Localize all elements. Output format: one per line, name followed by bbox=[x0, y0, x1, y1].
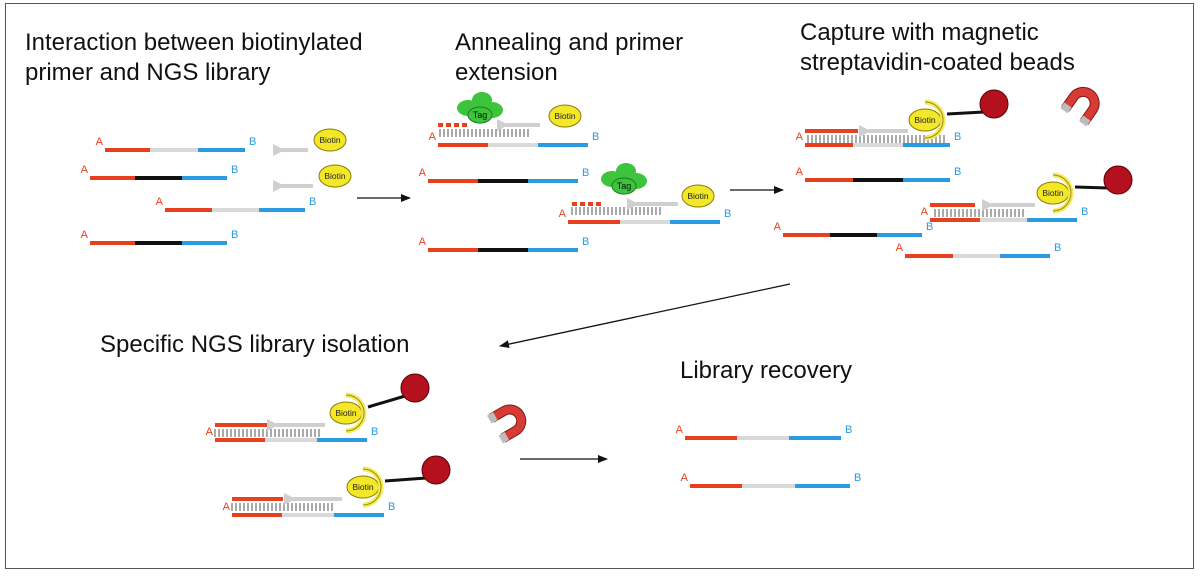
biotin-text: Biotin bbox=[324, 171, 346, 181]
magnet-body bbox=[1061, 86, 1100, 125]
bead-linker bbox=[1074, 185, 1109, 190]
tag-text: Tag bbox=[617, 181, 632, 191]
magnetic-bead-icon bbox=[421, 455, 451, 485]
streptavidin-outline bbox=[345, 394, 365, 432]
step3-title: Capture with magnetic streptavidin-coate… bbox=[800, 18, 1075, 78]
end-a-label: A bbox=[429, 131, 437, 143]
magnet-pole bbox=[487, 412, 498, 424]
magnet-pole bbox=[498, 432, 510, 444]
end-a-label: A bbox=[559, 208, 567, 220]
biotin-text: Biotin bbox=[914, 115, 936, 125]
biotin-label bbox=[548, 104, 582, 128]
flow-arrow bbox=[499, 283, 791, 349]
step2-title: Annealing and primer extension bbox=[455, 28, 683, 88]
biotin-label bbox=[681, 184, 715, 208]
end-b-label: B bbox=[1081, 206, 1088, 218]
step5-title: Library recovery bbox=[680, 357, 853, 384]
streptavidin-outline bbox=[1052, 174, 1072, 212]
end-b-label: B bbox=[371, 426, 378, 438]
end-a-label: A bbox=[681, 472, 689, 484]
end-b-label: B bbox=[231, 164, 238, 176]
tag-enzyme-icon bbox=[611, 177, 637, 195]
end-a-label: A bbox=[206, 426, 214, 438]
end-a-label: A bbox=[676, 424, 684, 436]
magnet-pole bbox=[1060, 102, 1072, 114]
magnetic-bead-icon bbox=[1103, 165, 1133, 195]
magnet-body bbox=[488, 404, 527, 443]
end-b-label: B bbox=[582, 236, 589, 248]
step1-title-line1: Interaction between biotinylated bbox=[25, 29, 363, 56]
biotin-text: Biotin bbox=[352, 482, 374, 492]
streptavidin-outline bbox=[362, 468, 382, 506]
magnet-icon bbox=[487, 404, 527, 444]
biotin-text: Biotin bbox=[554, 111, 576, 121]
biotin-text: Biotin bbox=[1042, 188, 1064, 198]
biotin-text: Biotin bbox=[319, 135, 341, 145]
biotin-text: Biotin bbox=[335, 408, 357, 418]
end-a-label: A bbox=[419, 167, 427, 179]
bead-linker bbox=[384, 476, 427, 483]
end-a-label: A bbox=[796, 166, 804, 178]
end-a-label: A bbox=[921, 206, 929, 218]
magnetic-bead-icon bbox=[400, 373, 430, 403]
end-b-label: B bbox=[582, 167, 589, 179]
end-a-label: A bbox=[156, 196, 164, 208]
biotin-text: Biotin bbox=[687, 191, 709, 201]
bead-linker bbox=[946, 110, 985, 116]
step4-title: Specific NGS library isolation bbox=[100, 331, 410, 358]
end-b-label: B bbox=[845, 424, 852, 436]
end-a-label: A bbox=[223, 501, 231, 513]
end-b-label: B bbox=[1054, 242, 1061, 254]
end-b-label: B bbox=[309, 196, 316, 208]
step3-title-line2: streptavidin-coated beads bbox=[800, 49, 1075, 76]
step2-title-line2: extension bbox=[455, 59, 558, 86]
end-a-label: A bbox=[419, 236, 427, 248]
end-b-label: B bbox=[954, 166, 961, 178]
end-b-label: B bbox=[249, 136, 256, 148]
step3-title-line1: Capture with magnetic bbox=[800, 19, 1039, 46]
biotin-label bbox=[313, 128, 347, 152]
bead-linker bbox=[367, 394, 406, 409]
magnetic-bead-icon bbox=[979, 89, 1009, 119]
tag-enzyme-icon bbox=[467, 106, 493, 124]
end-b-label: B bbox=[388, 501, 395, 513]
end-b-label: B bbox=[592, 131, 599, 143]
magnet-pole bbox=[1079, 115, 1091, 127]
end-a-label: A bbox=[774, 221, 782, 233]
magnet-icon bbox=[1060, 86, 1100, 127]
end-a-label: A bbox=[896, 242, 904, 254]
end-a-label: A bbox=[96, 136, 104, 148]
end-b-label: B bbox=[854, 472, 861, 484]
step1-title: Interaction between biotinylated primer … bbox=[25, 28, 363, 88]
end-b-label: B bbox=[926, 221, 933, 233]
end-b-label: B bbox=[724, 208, 731, 220]
figure-frame bbox=[5, 3, 1194, 569]
tag-text: Tag bbox=[473, 110, 488, 120]
end-a-label: A bbox=[81, 229, 89, 241]
step1-title-line2: primer and NGS library bbox=[25, 59, 271, 86]
end-a-label: A bbox=[796, 131, 804, 143]
step2-title-line1: Annealing and primer bbox=[455, 29, 684, 56]
end-a-label: A bbox=[81, 164, 89, 176]
end-b-label: B bbox=[231, 229, 238, 241]
end-b-label: B bbox=[954, 131, 961, 143]
biotin-label bbox=[318, 164, 352, 188]
streptavidin-outline bbox=[924, 101, 944, 139]
